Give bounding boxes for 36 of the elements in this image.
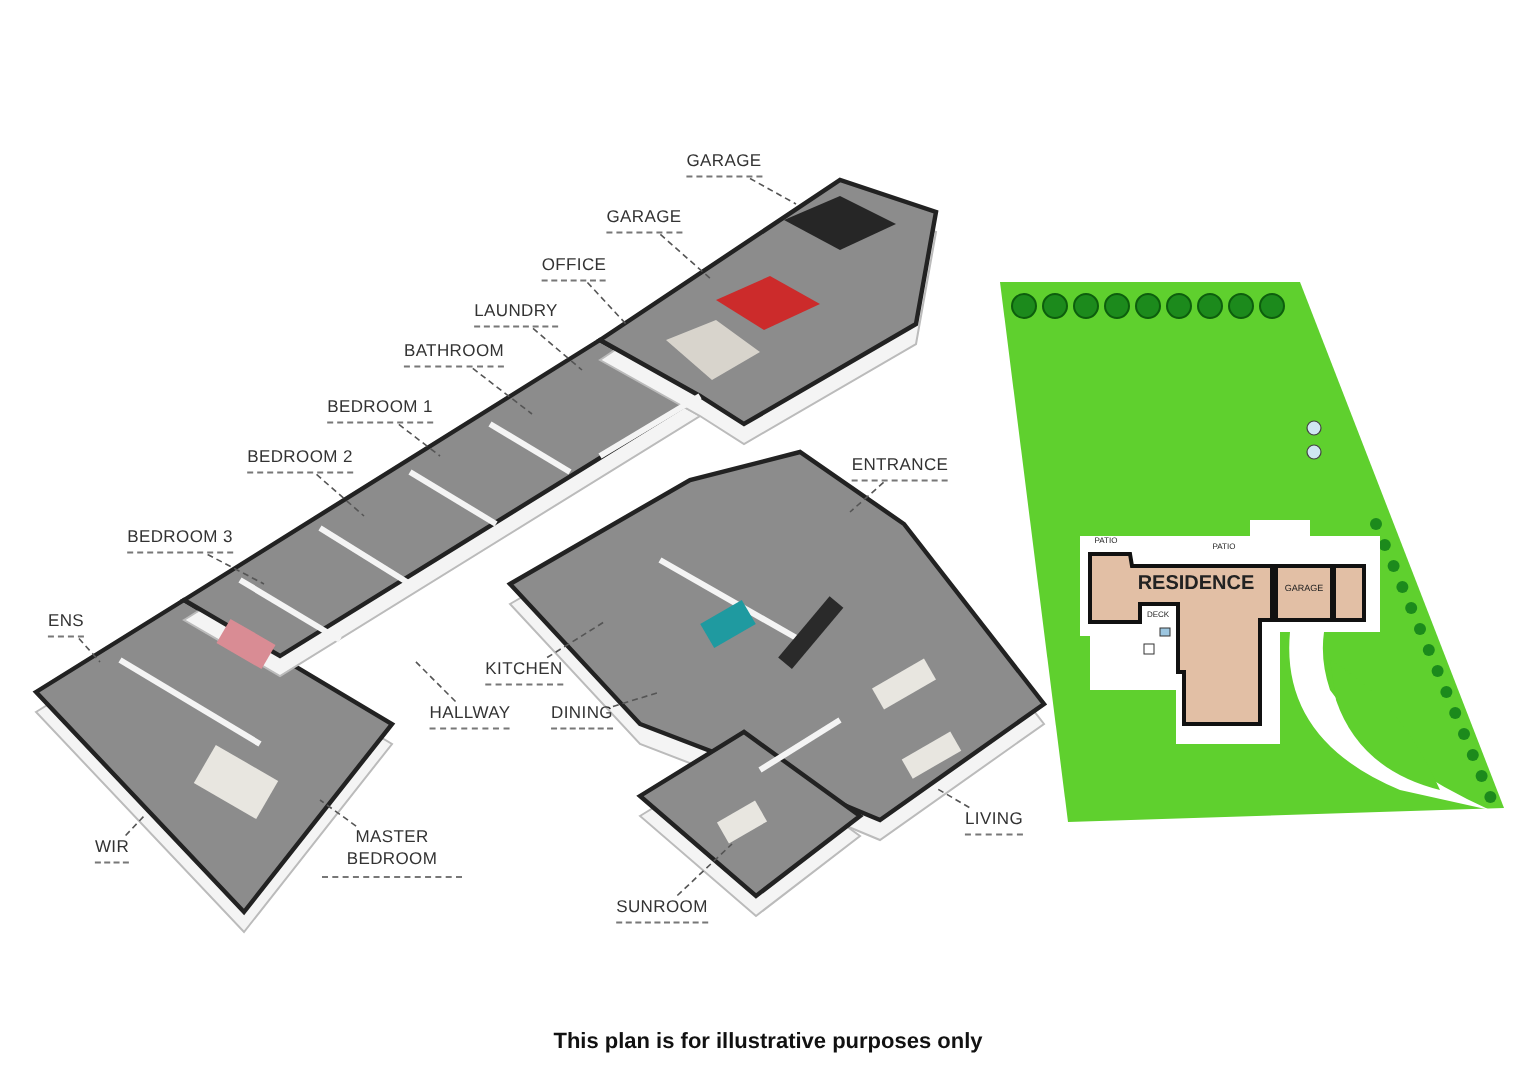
area-label: RESIDENCE: [1137, 573, 1255, 595]
leader-line: [319, 799, 357, 827]
room-label: MASTER BEDROOM: [322, 826, 462, 878]
room-label: BEDROOM 1: [327, 395, 433, 425]
room-label: DINING: [551, 701, 613, 731]
room-label: LAUNDRY: [474, 299, 558, 329]
room-label: ENTRANCE: [851, 453, 949, 483]
room-label: SUNROOM: [616, 895, 708, 925]
room-label: OFFICE: [541, 253, 607, 283]
room-label: BEDROOM 3: [127, 525, 233, 555]
leader-line: [849, 481, 885, 513]
leader-line: [472, 367, 533, 415]
leader-line: [546, 621, 605, 659]
room-label: BEDROOM 2: [247, 445, 353, 475]
room-label: ENS: [47, 609, 85, 639]
leader-line: [124, 815, 145, 837]
leader-line: [78, 637, 101, 663]
leader-line: [659, 233, 713, 281]
leader-line: [749, 177, 797, 205]
room-label: GARAGE: [606, 205, 682, 235]
room-label: HALLWAY: [429, 701, 511, 731]
room-label: BATHROOM: [403, 339, 505, 369]
room-label: KITCHEN: [485, 657, 563, 687]
leader-line: [676, 843, 733, 897]
caption: This plan is for illustrative purposes only: [551, 1030, 985, 1054]
room-label: GARAGE: [686, 149, 762, 179]
leader-line: [206, 553, 265, 585]
leader-line: [413, 659, 457, 703]
leader-line: [935, 787, 971, 809]
leader-line: [612, 691, 661, 708]
leader-line: [398, 423, 441, 457]
leader-line: [315, 473, 365, 517]
leader-line: [586, 281, 627, 325]
leader-line: [532, 327, 583, 371]
room-label: LIVING: [964, 807, 1024, 837]
room-label: WIR: [94, 835, 130, 865]
